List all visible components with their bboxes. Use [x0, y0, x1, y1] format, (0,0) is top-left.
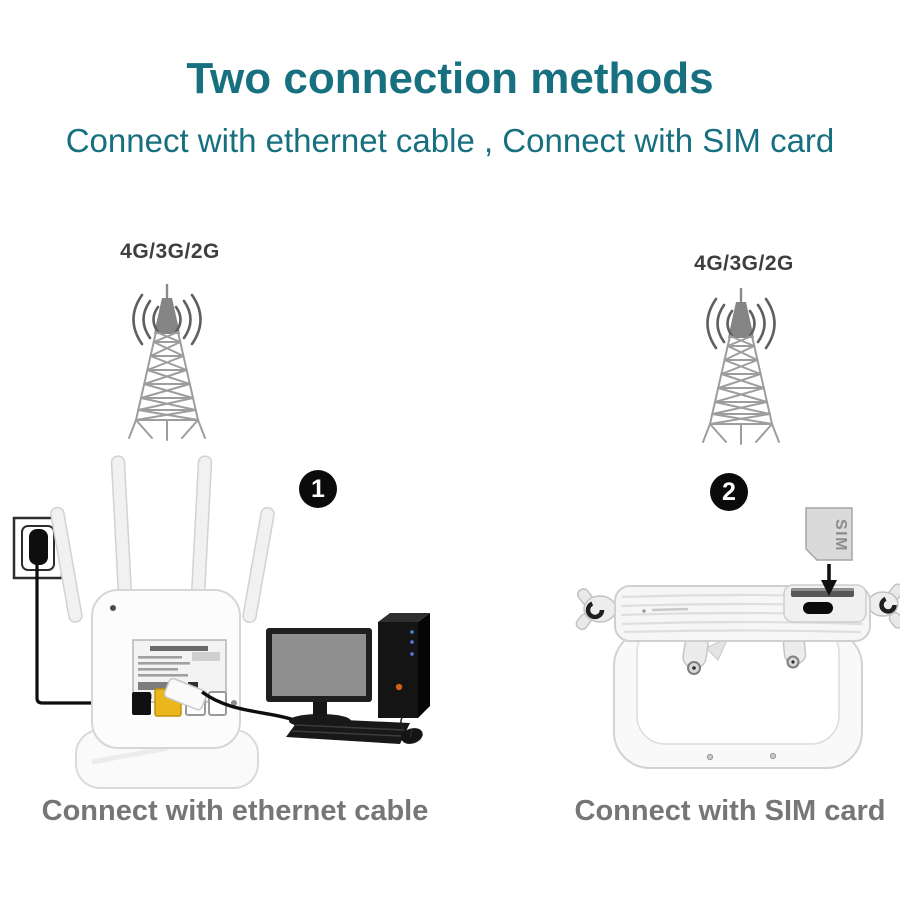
- caption-ethernet: Connect with ethernet cable: [41, 795, 429, 827]
- cell-towers-layer: [127, 282, 781, 445]
- desktop-computer: [266, 613, 430, 744]
- sim-connection-scene: SIM: [575, 507, 900, 769]
- insert-arrow-icon: [821, 564, 837, 596]
- step-1-badge: 1: [299, 470, 337, 508]
- router-stand-frame: [613, 623, 863, 769]
- sim-card-label: SIM: [832, 519, 849, 552]
- sim-card: SIM: [805, 507, 853, 561]
- pc-mouse: [400, 717, 423, 744]
- page-subtitle: Connect with ethernet cable , Connect wi…: [65, 122, 835, 159]
- cell-tower-icon-right: [701, 286, 781, 445]
- step-2-badge: 2: [710, 473, 748, 511]
- folded-antenna-right: [867, 583, 900, 629]
- sim-slot: [783, 584, 867, 623]
- cell-tower-icon-left: [127, 282, 207, 442]
- power-cable: [35, 564, 133, 705]
- ethernet-cable: [200, 690, 301, 724]
- network-label-left: 4G/3G/2G: [120, 240, 220, 263]
- folded-antenna-left: [575, 588, 617, 631]
- router-antennas: [50, 455, 275, 625]
- pc-monitor: [266, 628, 372, 728]
- pc-keyboard: [286, 718, 410, 744]
- page-title: Two connection methods: [186, 54, 714, 103]
- power-port: [132, 692, 151, 715]
- ethernet-plug: [163, 677, 208, 711]
- reset-hole: [231, 700, 237, 706]
- network-label-right: 4G/3G/2G: [694, 252, 794, 275]
- caption-sim: Connect with SIM card: [574, 795, 886, 827]
- pc-tower: [378, 613, 430, 718]
- ethernet-connection-scene: [12, 455, 430, 789]
